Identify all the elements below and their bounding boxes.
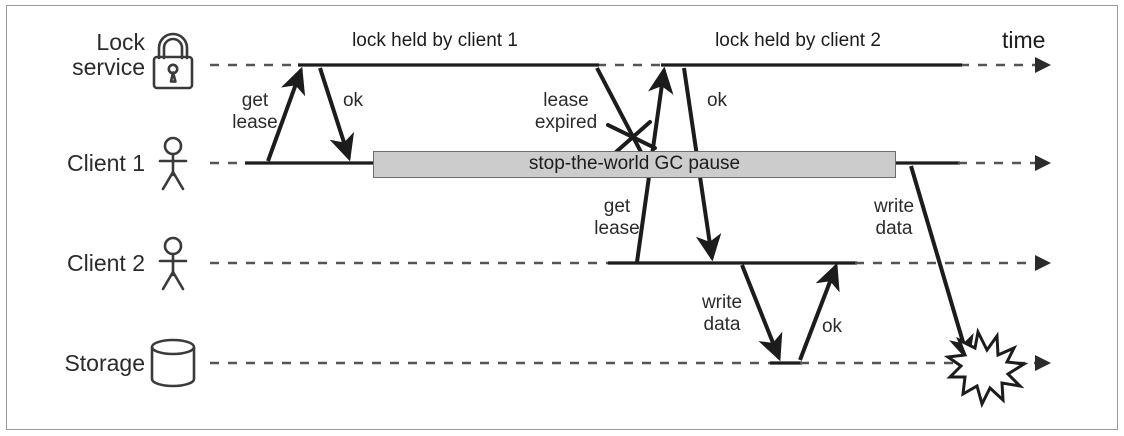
message-label-get-lease-2: get lease [567,196,667,240]
lane-label-client-2-line1: Client 2 [67,250,145,276]
explosion-burst-icon [943,327,1029,409]
arrow-write-data-2 [909,165,974,363]
stick-figure-icon-client-1 [158,136,188,191]
lease-expired-cross [606,120,657,154]
lane-label-storage: Storage [0,351,145,376]
message-label-lease-expired: lease expired [511,90,621,134]
message-label-get-lease-2-line2: lease [594,218,640,239]
lane-label-lock-service-line1: Lock [96,29,145,55]
arrow-write-data-1 [740,264,783,362]
message-label-ok-1: ok [342,90,364,111]
message-label-write-data-1: write data [672,292,772,336]
message-label-get-lease-1-line1: get [241,90,269,111]
gc-pause-label: stop-the-world GC pause [528,153,741,174]
message-label-get-lease-1: get lease [205,90,305,134]
padlock-icon [152,32,194,90]
message-label-write-data-2-line1: write [873,196,915,217]
lane-label-client-1-line1: Client 1 [67,150,145,176]
lane-label-storage-line1: Storage [64,350,145,376]
stick-figure-icon-client-2 [158,236,188,291]
message-label-lease-expired-line1: lease [543,90,589,111]
lane-label-lock-service-line2: service [72,54,145,80]
message-label-get-lease-2-line1: get [603,196,631,217]
message-label-ok-2: ok [706,90,728,111]
arrow-ok-3 [798,262,840,361]
gc-pause-box [373,151,896,178]
message-label-write-data-1-line1: write [701,292,743,313]
time-axis-label: time [1002,27,1046,53]
span-label-lock-held-client-2: lock held by client 2 [715,30,881,51]
message-label-ok-3: ok [821,316,843,337]
lane-label-client-1: Client 1 [0,151,145,176]
database-cylinder-icon [150,338,196,388]
lane-label-lock-service: Lock service [0,30,145,80]
message-label-write-data-2: write data [844,196,944,240]
arrow-ok-1 [318,67,355,162]
arrow-get-lease-1 [266,66,306,162]
message-label-write-data-2-line2: data [875,218,913,239]
lane-label-client-2: Client 2 [0,251,145,276]
message-label-get-lease-1-line2: lease [232,112,278,133]
span-label-lock-held-client-1: lock held by client 1 [352,30,518,51]
message-label-lease-expired-line2: expired [534,112,598,133]
message-label-write-data-1-line2: data [703,314,741,335]
